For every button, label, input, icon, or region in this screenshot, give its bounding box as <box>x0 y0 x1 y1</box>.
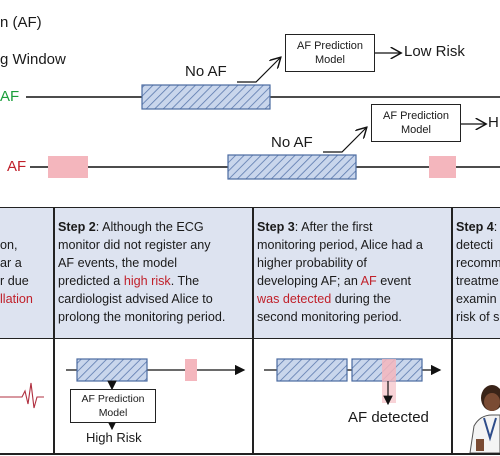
table-bottom-border <box>0 453 500 455</box>
row2-model-box: AF Prediction Model <box>371 104 461 142</box>
row2-af-event-2 <box>429 156 456 178</box>
step3-window-1 <box>276 358 348 382</box>
step1-line1: on, <box>0 238 18 252</box>
step3-was-detected: was detected <box>257 292 332 306</box>
row1-no-af-label: No AF <box>185 63 227 80</box>
row1-monitoring-window <box>141 84 271 110</box>
step2-heading: Step 2 <box>58 220 96 234</box>
legend-item-window: g Window <box>0 51 66 68</box>
table-divider-1 <box>53 207 55 455</box>
step3-line4a: developing AF; an <box>257 274 361 288</box>
step2-monitoring-window <box>76 358 148 382</box>
step3-line1: : After the first <box>294 220 373 234</box>
row2-connector-arrow <box>323 128 366 153</box>
step4-line6: risk of s <box>456 310 500 324</box>
row1-model-box: AF Prediction Model <box>285 34 375 72</box>
step2-line1: : Although the ECG <box>95 220 204 234</box>
step1-cell: on, ar a r due llation <box>0 208 54 338</box>
step2-line4c: . The <box>170 274 200 288</box>
row2-label: AF <box>7 158 27 175</box>
step3-line3: higher probability of <box>257 256 367 270</box>
timeline-diagram <box>26 0 500 180</box>
step4-heading: Step 4 <box>456 220 494 234</box>
step3-heading: Step 3 <box>257 220 295 234</box>
step3-af-event <box>382 359 396 381</box>
row1-connector-arrow <box>237 58 280 83</box>
step3-af-detected-label: AF detected <box>348 409 429 426</box>
step3-line5b: during the <box>331 292 391 306</box>
step2-line6: prolong the monitoring period. <box>58 310 226 324</box>
step1-line3: r due <box>0 274 29 288</box>
step4-line1: : <box>493 220 498 234</box>
step1-line4: llation <box>0 292 33 306</box>
row2-no-af-label: No AF <box>271 134 313 151</box>
step3-cell: Step 3: After the first monitoring perio… <box>253 208 452 338</box>
step2-line5: cardiologist advised Alice to <box>58 292 213 306</box>
table-divider-2 <box>252 207 254 455</box>
step4-line2: detecti <box>456 238 494 252</box>
step3-line4c: event <box>376 274 412 288</box>
step2-model-line2: Model <box>98 407 128 419</box>
step2-model-box: AF Prediction Model <box>70 389 156 423</box>
bottom-illustrations <box>0 358 500 453</box>
step2-line4a: predicted a <box>58 274 124 288</box>
step2-line2: monitor did not register any <box>58 238 211 252</box>
step2-line3: AF events, the model <box>58 256 178 270</box>
row2-model-line2: Model <box>401 124 431 136</box>
step2-high-risk: high risk <box>123 274 171 288</box>
row2-outcome: H <box>488 114 499 131</box>
table-divider-3 <box>451 207 453 455</box>
ecg-trace <box>0 382 44 409</box>
step4-line3: recomm <box>456 256 500 270</box>
doctor-illustration <box>469 385 500 453</box>
row1-label: AF <box>0 88 20 105</box>
step3-af-word: AF <box>360 274 377 288</box>
step4-cell: Step 4: detecti recomm treatme examin ri… <box>452 208 500 338</box>
step2-cell: Step 2: Although the ECG monitor did not… <box>54 208 253 338</box>
step4-line5: examin <box>456 292 497 306</box>
step2-high-risk-label: High Risk <box>86 430 142 445</box>
step1-line2: ar a <box>0 256 22 270</box>
step2-af-event <box>185 359 197 381</box>
row1-model-line2: Model <box>315 54 345 66</box>
step3-af-event-tail <box>382 381 396 403</box>
row2-model-line1: AF Prediction <box>382 110 450 122</box>
step3-line2: monitoring period, Alice had a <box>257 238 423 252</box>
row1-model-line1: AF Prediction <box>296 40 364 52</box>
row2-af-event-1 <box>48 156 88 178</box>
row2-monitoring-window <box>227 154 357 180</box>
row1-outcome: Low Risk <box>404 43 465 60</box>
legend-item-af: n (AF) <box>0 14 42 31</box>
step2-model-line1: AF Prediction <box>81 393 145 405</box>
step3-line6: second monitoring period. <box>257 310 402 324</box>
step4-line4: treatme <box>456 274 499 288</box>
table-top-border <box>0 207 500 209</box>
